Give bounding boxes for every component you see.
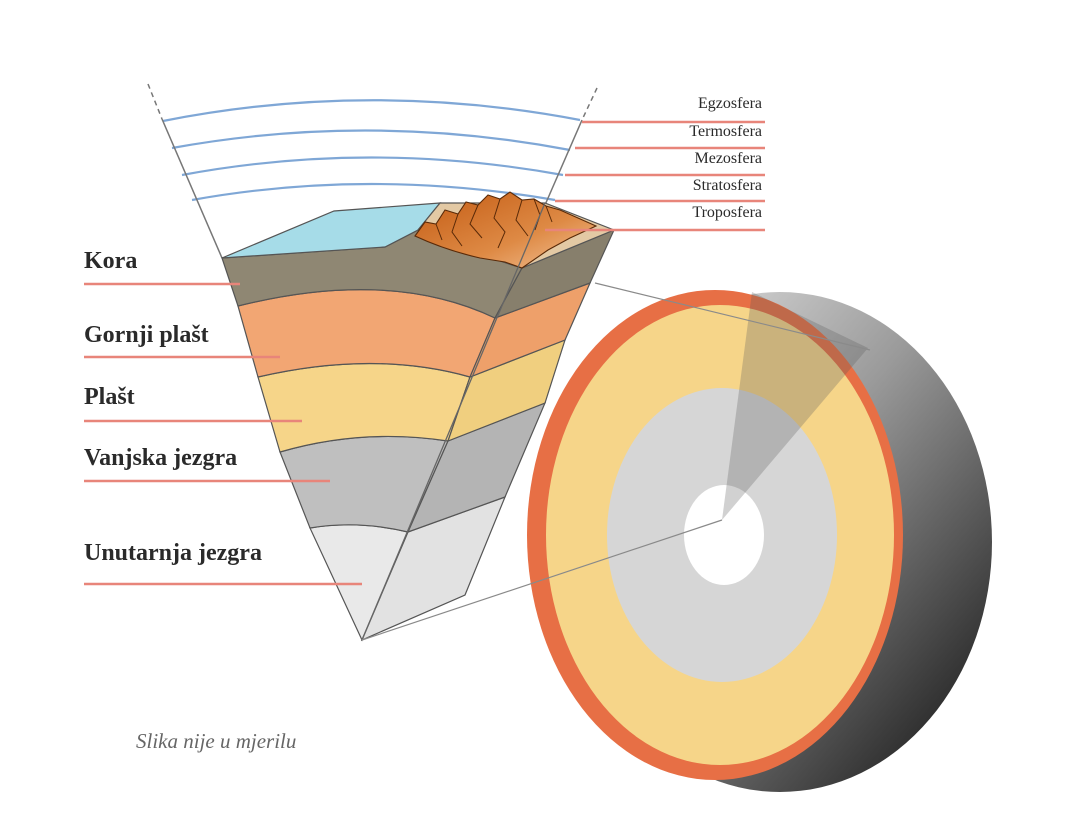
label-vanjska-jezgra: Vanjska jezgra (84, 445, 237, 471)
sphere-inner-core (684, 485, 764, 585)
label-mezosfera: Mezosfera (694, 150, 762, 167)
cone-edges-atmosphere (161, 118, 583, 259)
earth-wedge-left-face (221, 229, 523, 642)
label-gornji-plast: Gornji plašt (84, 322, 209, 348)
label-termosfera: Termosfera (689, 123, 762, 140)
earth-wedge-right-face (360, 228, 616, 642)
sphere-wedge-cutout (722, 292, 868, 520)
atmosphere-arc-termosfera (171, 129, 571, 152)
earth-surface (221, 191, 616, 269)
label-unutarnja-jezgra: Unutarnja jezgra (84, 540, 262, 566)
label-egzosfera: Egzosfera (698, 95, 762, 112)
atmosphere-arc-stratosfera (191, 182, 556, 202)
caption-not-to-scale: Slika nije u mjerilu (136, 729, 296, 753)
connector-lines (361, 282, 871, 641)
wedge-front-edge (361, 202, 546, 641)
atmosphere-arc-mezosfera (181, 156, 564, 177)
label-kora: Kora (84, 248, 137, 274)
label-troposfera: Troposfera (692, 204, 762, 221)
atmosphere-arcs (162, 99, 581, 202)
mountain-range (414, 191, 598, 269)
label-plast: Plašt (84, 384, 135, 410)
mountain-ridges (435, 198, 553, 249)
earth-sphere-cutaway (527, 290, 992, 792)
label-stratosfera: Stratosfera (693, 177, 762, 194)
atmosphere-arc-egzosfera (162, 99, 581, 123)
earth-layer-labels: Kora Gornji plašt Plašt Vanjska jezgra U… (84, 248, 362, 586)
cone-extension-lines (147, 83, 598, 121)
atmosphere-labels: Egzosfera Termosfera Mezosfera Stratosfe… (545, 95, 765, 232)
